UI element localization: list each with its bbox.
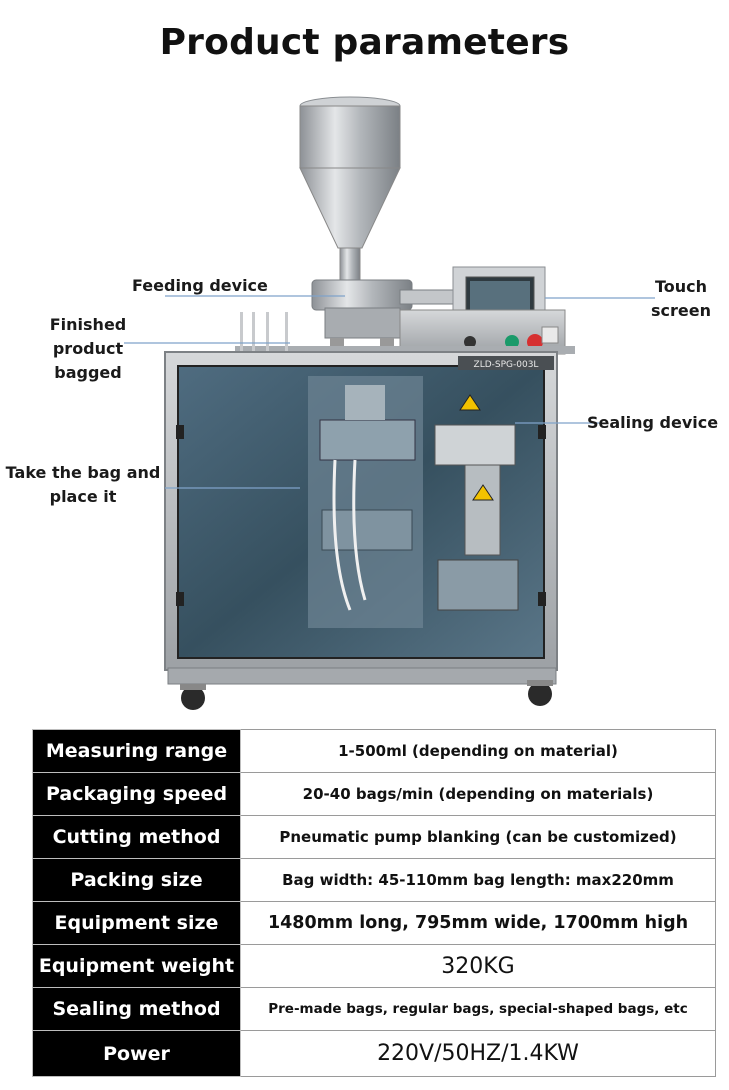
machine-photo: ZLD-SPG-003L [124, 96, 655, 710]
param-label-packaging-speed: Packaging speed [32, 772, 241, 816]
parameters-table: Measuring range 1-500ml (depending on ma… [32, 729, 716, 1077]
control-box [399, 266, 566, 355]
callout-take-bag-line2: place it [49, 487, 117, 506]
param-label-power: Power [32, 1030, 241, 1077]
table-row: Packaging speed 20-40 bags/min (dependin… [32, 772, 716, 816]
callout-finished-line2: bagged [54, 363, 122, 382]
callout-finished-product: Finished product bagged [12, 313, 164, 385]
callout-feeding-device: Feeding device [132, 276, 268, 295]
callout-sealing-device: Sealing device [587, 413, 719, 432]
callout-take-bag-line1: Take the bag and [5, 463, 161, 482]
callout-finished-line1: Finished product [49, 315, 127, 358]
table-row: Equipment weight 320KG [32, 944, 716, 988]
table-row: Equipment size 1480mm long, 795mm wide, … [32, 901, 716, 945]
param-label-packing-size: Packing size [32, 858, 241, 902]
callout-lines [124, 295, 655, 489]
table-row: Power 220V/50HZ/1.4KW [32, 1030, 716, 1077]
cabinet: ZLD-SPG-003L [164, 351, 558, 671]
table-row: Packing size Bag width: 45-110mm bag len… [32, 858, 716, 902]
param-value-packing-size: Bag width: 45-110mm bag length: max220mm [240, 858, 716, 902]
top-deck [235, 346, 575, 354]
table-row: Measuring range 1-500ml (depending on ma… [32, 729, 716, 773]
param-value-packaging-speed: 20-40 bags/min (depending on materials) [240, 772, 716, 816]
bag-rods [240, 312, 288, 352]
param-value-power: 220V/50HZ/1.4KW [240, 1030, 716, 1077]
callout-take-bag: Take the bag and place it [4, 461, 162, 509]
param-label-sealing-method: Sealing method [32, 987, 241, 1031]
callout-touch-screen: Touch screen [638, 275, 724, 323]
hopper [299, 96, 401, 289]
param-value-cutting-method: Pneumatic pump blanking (can be customiz… [240, 815, 716, 859]
callout-touch-screen-line1: Touch [654, 277, 708, 296]
param-label-equipment-size: Equipment size [32, 901, 241, 945]
callout-touch-screen-line2: screen [651, 301, 711, 320]
param-label-cutting-method: Cutting method [32, 815, 241, 859]
param-value-sealing-method: Pre-made bags, regular bags, special-sha… [240, 987, 716, 1031]
page-title: Product parameters [159, 22, 570, 63]
param-label-measuring-range: Measuring range [32, 729, 241, 773]
model-plate: ZLD-SPG-003L [474, 360, 539, 370]
table-row: Cutting method Pneumatic pump blanking (… [32, 815, 716, 859]
param-label-equipment-weight: Equipment weight [32, 944, 241, 988]
param-value-equipment-size: 1480mm long, 795mm wide, 1700mm high [240, 901, 716, 945]
param-value-equipment-weight: 320KG [240, 944, 716, 988]
wheels [167, 667, 557, 710]
table-row: Sealing method Pre-made bags, regular ba… [32, 987, 716, 1031]
param-value-measuring-range: 1-500ml (depending on material) [240, 729, 716, 773]
